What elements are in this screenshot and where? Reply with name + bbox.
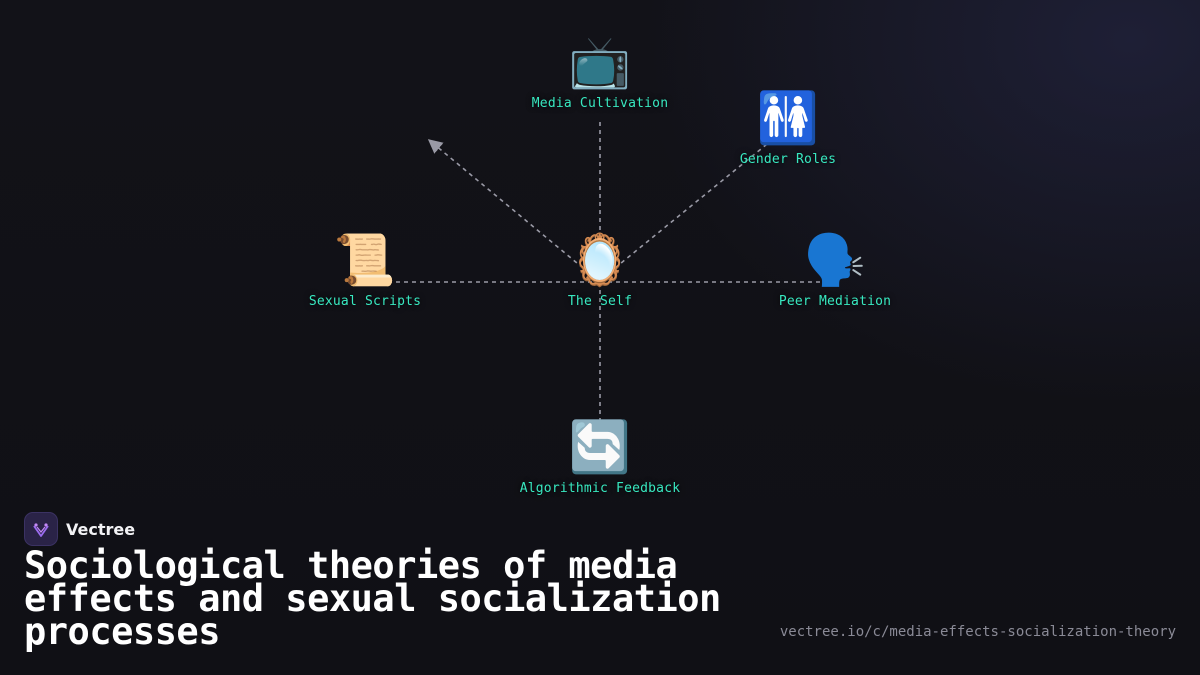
node-peer-mediation[interactable]: 🗣️ Peer Mediation <box>735 232 935 309</box>
page-title: Sociological theories of media effects a… <box>24 544 721 653</box>
node-label: Gender Roles <box>739 152 837 167</box>
node-algorithmic-feedback[interactable]: 🔄 Algorithmic Feedback <box>500 419 700 496</box>
restroom-icon: 🚻 <box>756 89 820 147</box>
television-icon: 📺 <box>568 33 632 91</box>
node-media-cultivation[interactable]: 📺 Media Cultivation <box>500 34 700 111</box>
brand-name: Vectree <box>66 519 136 539</box>
refresh-cycle-icon: 🔄 <box>568 418 632 476</box>
node-the-self[interactable]: 🪞 The Self <box>500 232 700 309</box>
speaking-head-icon: 🗣️ <box>803 231 867 289</box>
vectree-logo-icon <box>24 512 58 546</box>
source-url[interactable]: vectree.io/c/media-effects-socialization… <box>779 624 1176 640</box>
brand[interactable]: Vectree <box>24 512 135 546</box>
mirror-icon: 🪞 <box>568 231 632 289</box>
scroll-icon: 📜 <box>333 231 397 289</box>
node-label: Sexual Scripts <box>308 294 422 309</box>
edge-self-arrow-up-left <box>427 139 584 269</box>
node-label: Algorithmic Feedback <box>519 481 681 496</box>
node-label: The Self <box>567 294 633 309</box>
node-gender-roles[interactable]: 🚻 Gender Roles <box>688 90 888 167</box>
node-label: Peer Mediation <box>778 294 892 309</box>
node-label: Media Cultivation <box>531 96 669 111</box>
edge-self-to-gender-roles <box>614 139 773 269</box>
node-sexual-scripts[interactable]: 📜 Sexual Scripts <box>265 232 465 309</box>
